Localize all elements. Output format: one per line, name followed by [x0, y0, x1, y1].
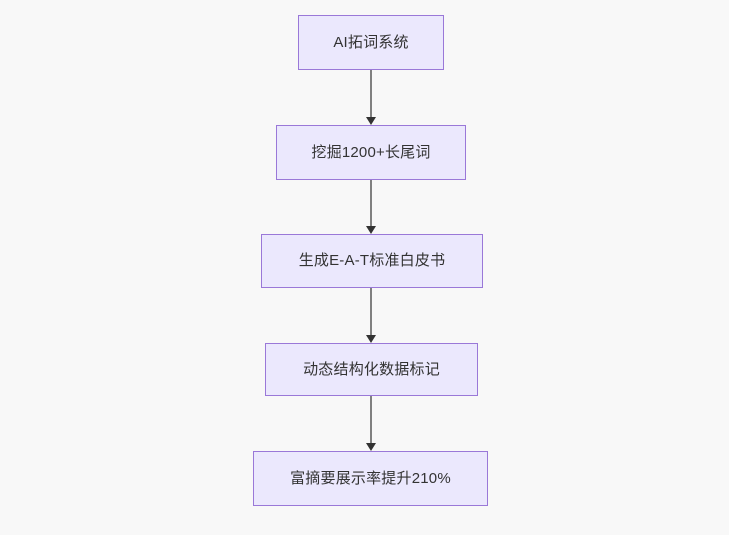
- flow-edge-arrowhead: [366, 335, 376, 343]
- flow-node-generate-eat-whitepaper[interactable]: 生成E-A-T标准白皮书: [261, 234, 483, 288]
- flow-node-rich-snippet-impression-uplift[interactable]: 富摘要展示率提升210%: [253, 451, 488, 506]
- flow-edge-line: [370, 396, 372, 443]
- flow-edge-line: [370, 180, 372, 226]
- flow-edge-2: [366, 180, 376, 234]
- flow-edge-1: [366, 70, 376, 125]
- flow-edge-line: [370, 70, 372, 117]
- flow-edge-arrowhead: [366, 226, 376, 234]
- flow-edge-4: [366, 396, 376, 451]
- flow-edge-arrowhead: [366, 443, 376, 451]
- flow-node-label: AI拓词系统: [333, 33, 409, 51]
- flow-node-label: 富摘要展示率提升210%: [290, 469, 451, 487]
- flow-edge-3: [366, 288, 376, 343]
- flow-node-mine-longtail-keywords[interactable]: 挖掘1200+长尾词: [276, 125, 466, 180]
- flow-node-label: 挖掘1200+长尾词: [311, 143, 431, 161]
- flow-node-ai-keyword-system[interactable]: AI拓词系统: [298, 15, 444, 70]
- flow-node-label: 生成E-A-T标准白皮书: [298, 252, 446, 269]
- flow-node-dynamic-structured-data-markup[interactable]: 动态结构化数据标记: [265, 343, 478, 396]
- flow-edge-arrowhead: [366, 117, 376, 125]
- flow-edge-line: [370, 288, 372, 335]
- flow-node-label: 动态结构化数据标记: [303, 360, 440, 378]
